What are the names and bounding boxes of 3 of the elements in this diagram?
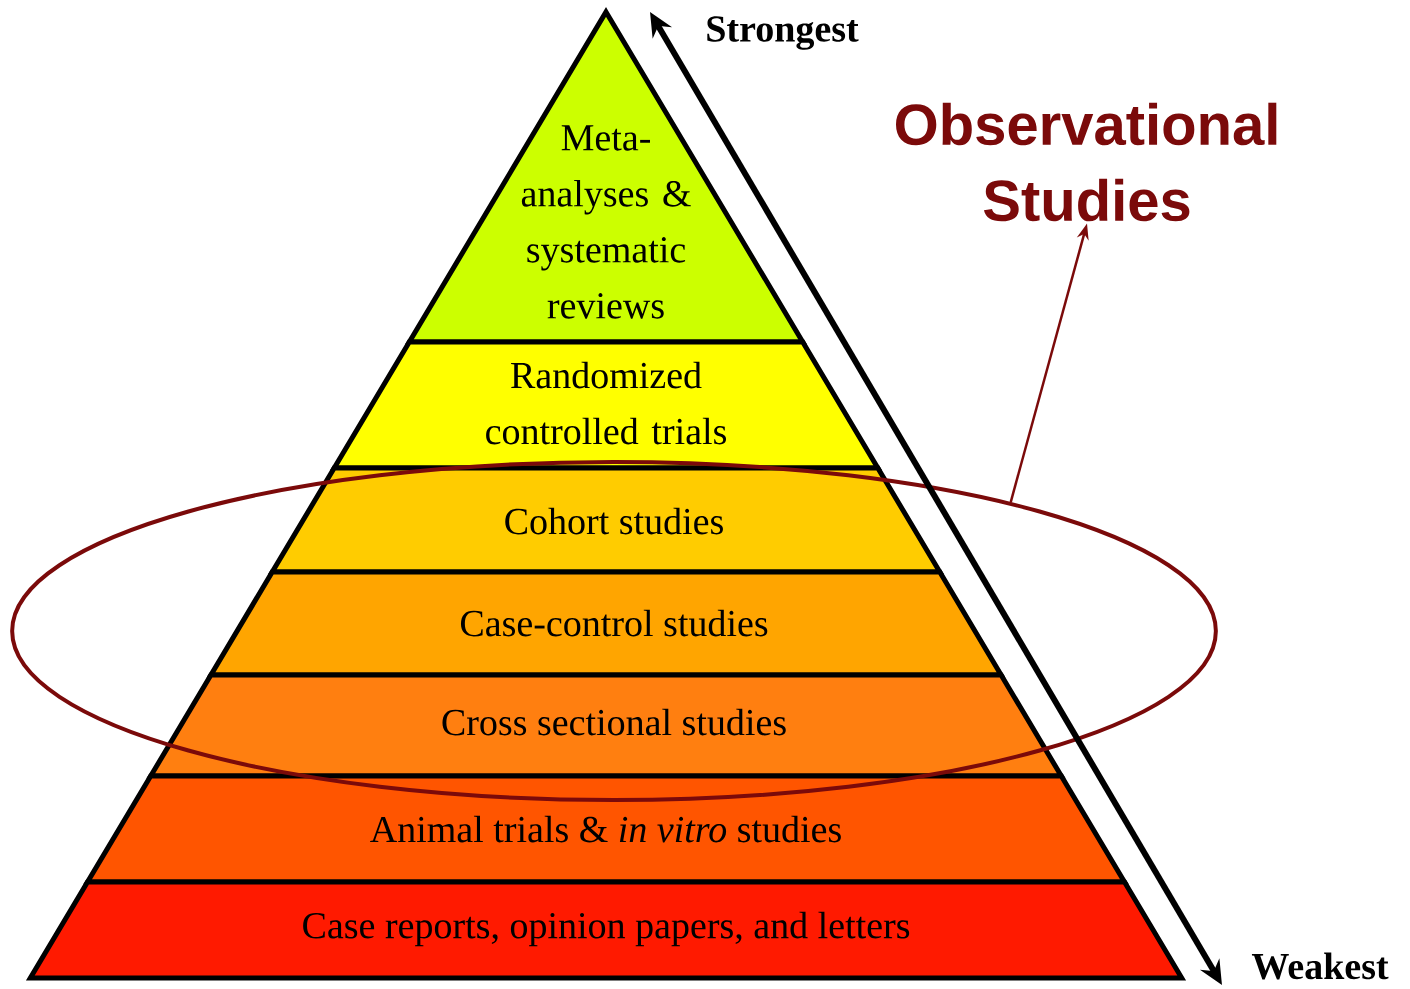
heading-text: Observational Studies: [896, 102, 1277, 222]
ellipse-outline: [10, 460, 1218, 802]
scale-label: Weakest: [1251, 952, 1389, 980]
